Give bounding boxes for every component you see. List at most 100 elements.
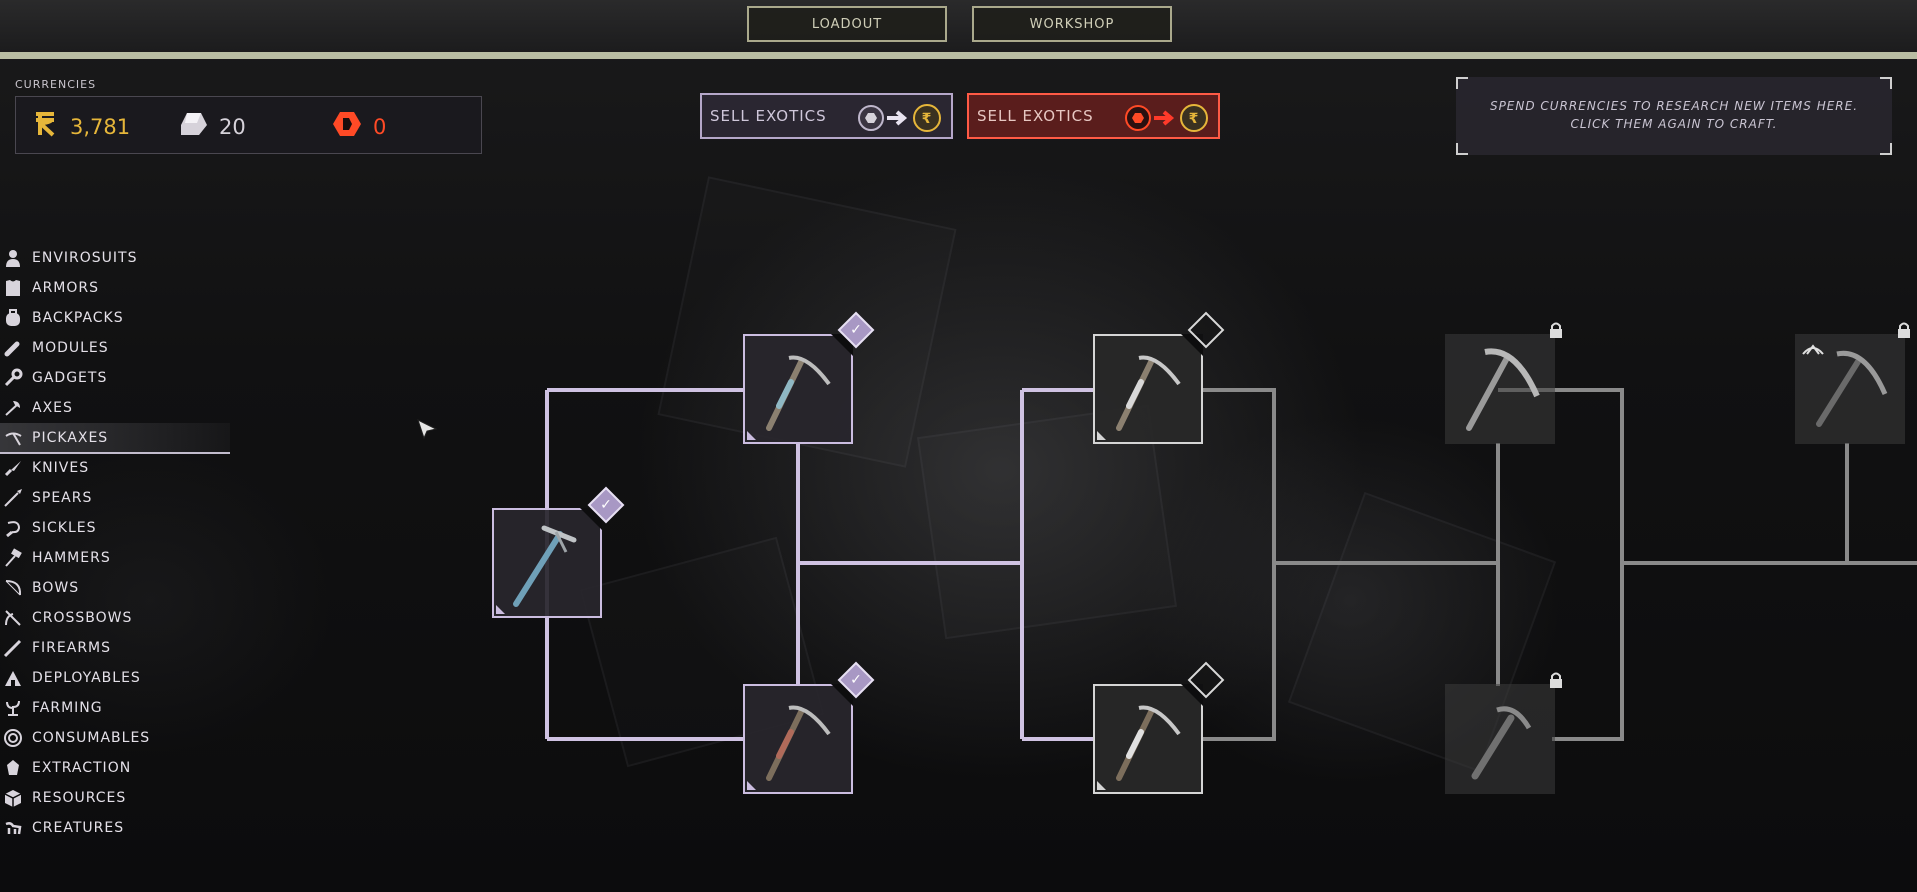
sidebar-item-consumables[interactable]: CONSUMABLES	[0, 723, 230, 753]
tier3-pickaxe-alt-icon	[1116, 705, 1181, 781]
workshop-button[interactable]: WORKSHOP	[972, 6, 1172, 42]
sell-exotics-highlighted-button[interactable]: SELL EXOTICS ₹	[967, 93, 1220, 139]
axe-icon	[2, 397, 24, 419]
tree-node-tier2-bottom[interactable]	[743, 684, 853, 794]
deployable-icon	[2, 667, 24, 689]
exotic-currency-value: 0	[373, 114, 387, 139]
loadout-button[interactable]: LOADOUT	[747, 6, 947, 42]
sidebar-item-spears[interactable]: SPEARS	[0, 483, 230, 513]
sidebar-item-envirosuits[interactable]: ENVIROSUITS	[0, 243, 230, 273]
sidebar-item-label: SICKLES	[32, 520, 97, 536]
node-corner-marker	[1097, 431, 1106, 440]
sidebar-item-backpacks[interactable]: BACKPACKS	[0, 303, 230, 333]
sell-exotics-conversion: ₹	[1124, 103, 1212, 133]
tree-node-tier1[interactable]	[492, 508, 602, 618]
top-bar-divider	[0, 52, 1917, 59]
sidebar-item-label: MODULES	[32, 340, 109, 356]
research-currency-value: 20	[219, 114, 246, 139]
lock-icon	[1545, 669, 1567, 691]
tree-node-tier4-bottom[interactable]	[1445, 684, 1555, 794]
svg-text:₹: ₹	[922, 111, 933, 127]
sell-exotics-conversion: ₹	[857, 103, 945, 133]
mouse-cursor	[416, 418, 438, 444]
backpack-icon	[2, 307, 24, 329]
tree-node-tier5[interactable]	[1795, 334, 1905, 444]
armor-icon	[2, 277, 24, 299]
node-corner-marker	[496, 605, 505, 614]
lock-icon	[1545, 319, 1567, 341]
sidebar-item-armors[interactable]: ARMORS	[0, 273, 230, 303]
knife-icon	[2, 457, 24, 479]
bow-icon	[2, 577, 24, 599]
sell-exotics-button[interactable]: SELL EXOTICS ₹	[700, 93, 953, 139]
top-bar	[0, 0, 1917, 52]
tooltip-corner	[1456, 77, 1468, 89]
ren-currency: 3,781	[30, 109, 130, 144]
sidebar-item-gadgets[interactable]: GADGETS	[0, 363, 230, 393]
tree-node-tier4-top[interactable]	[1445, 334, 1555, 444]
exotic-to-ren-icon: ₹	[858, 104, 941, 132]
module-icon	[2, 337, 24, 359]
sidebar-item-axes[interactable]: AXES	[0, 393, 230, 423]
sidebar-item-label: KNIVES	[32, 460, 90, 476]
sidebar-item-deployables[interactable]: DEPLOYABLES	[0, 663, 230, 693]
node-corner-marker	[1097, 781, 1106, 790]
tier4-pickaxe-alt-icon	[1471, 706, 1532, 780]
envirosuit-icon	[2, 247, 24, 269]
currencies-label: CURRENCIES	[15, 78, 97, 91]
sidebar-item-label: CONSUMABLES	[32, 730, 151, 746]
spear-icon	[2, 487, 24, 509]
resource-icon	[2, 787, 24, 809]
exotic-currency-icon	[331, 109, 363, 144]
consumable-icon	[2, 727, 24, 749]
sidebar-item-firearms[interactable]: FIREARMS	[0, 633, 230, 663]
sidebar-item-label: RESOURCES	[32, 790, 127, 806]
sidebar-item-farming[interactable]: FARMING	[0, 693, 230, 723]
tree-node-tier3-top[interactable]	[1093, 334, 1203, 444]
sidebar-item-hammers[interactable]: HAMMERS	[0, 543, 230, 573]
research-crystal-icon	[179, 109, 209, 144]
tooltip-corner	[1880, 77, 1892, 89]
sell-exotics-label: SELL EXOTICS	[710, 107, 827, 125]
creature-icon	[2, 817, 24, 839]
pickaxe-icon	[2, 427, 24, 449]
sidebar-item-label: FARMING	[32, 700, 103, 716]
tree-node-tier3-bottom[interactable]	[1093, 684, 1203, 794]
sidebar-item-label: PICKAXES	[32, 430, 109, 446]
sidebar-item-knives[interactable]: KNIVES	[0, 453, 230, 483]
sidebar-item-label: SPEARS	[32, 490, 93, 506]
ren-currency-icon	[30, 109, 60, 144]
sidebar-item-modules[interactable]: MODULES	[0, 333, 230, 363]
sidebar-item-label: CREATURES	[32, 820, 125, 836]
sidebar-item-label: CROSSBOWS	[32, 610, 133, 626]
tier2-pickaxe-icon	[766, 355, 831, 431]
sidebar-item-extraction[interactable]: EXTRACTION	[0, 753, 230, 783]
sidebar-item-bows[interactable]: BOWS	[0, 573, 230, 603]
firearm-icon	[2, 637, 24, 659]
connector-researched	[1020, 388, 1093, 741]
sidebar-item-pickaxes[interactable]: PICKAXES	[0, 423, 230, 454]
sidebar-item-resources[interactable]: RESOURCES	[0, 783, 230, 813]
tier5-pickaxe-icon	[1816, 350, 1888, 427]
connector-researched	[796, 443, 1020, 686]
node-corner-marker	[747, 431, 756, 440]
checkmark-icon: ✓	[600, 497, 612, 513]
sidebar-item-crossbows[interactable]: CROSSBOWS	[0, 603, 230, 633]
sickle-icon	[2, 517, 24, 539]
checkmark-icon: ✓	[850, 322, 862, 338]
tooltip-corner	[1456, 143, 1468, 155]
sidebar-item-label: FIREARMS	[32, 640, 112, 656]
sidebar-item-label: ARMORS	[32, 280, 100, 296]
node-corner-marker	[747, 781, 756, 790]
extraction-icon	[2, 757, 24, 779]
research-hint-tooltip: SPEND CURRENCIES TO RESEARCH NEW ITEMS H…	[1456, 77, 1892, 155]
sidebar-item-sickles[interactable]: SICKLES	[0, 513, 230, 543]
sidebar-item-label: EXTRACTION	[32, 760, 132, 776]
sidebar-item-label: ENVIROSUITS	[32, 250, 138, 266]
tree-node-tier2-top[interactable]	[743, 334, 853, 444]
connector-locked	[1496, 388, 1917, 741]
sidebar-item-creatures[interactable]: CREATURES	[0, 813, 230, 843]
sidebar-item-label: BOWS	[32, 580, 80, 596]
sell-exotics-label: SELL EXOTICS	[977, 107, 1094, 125]
